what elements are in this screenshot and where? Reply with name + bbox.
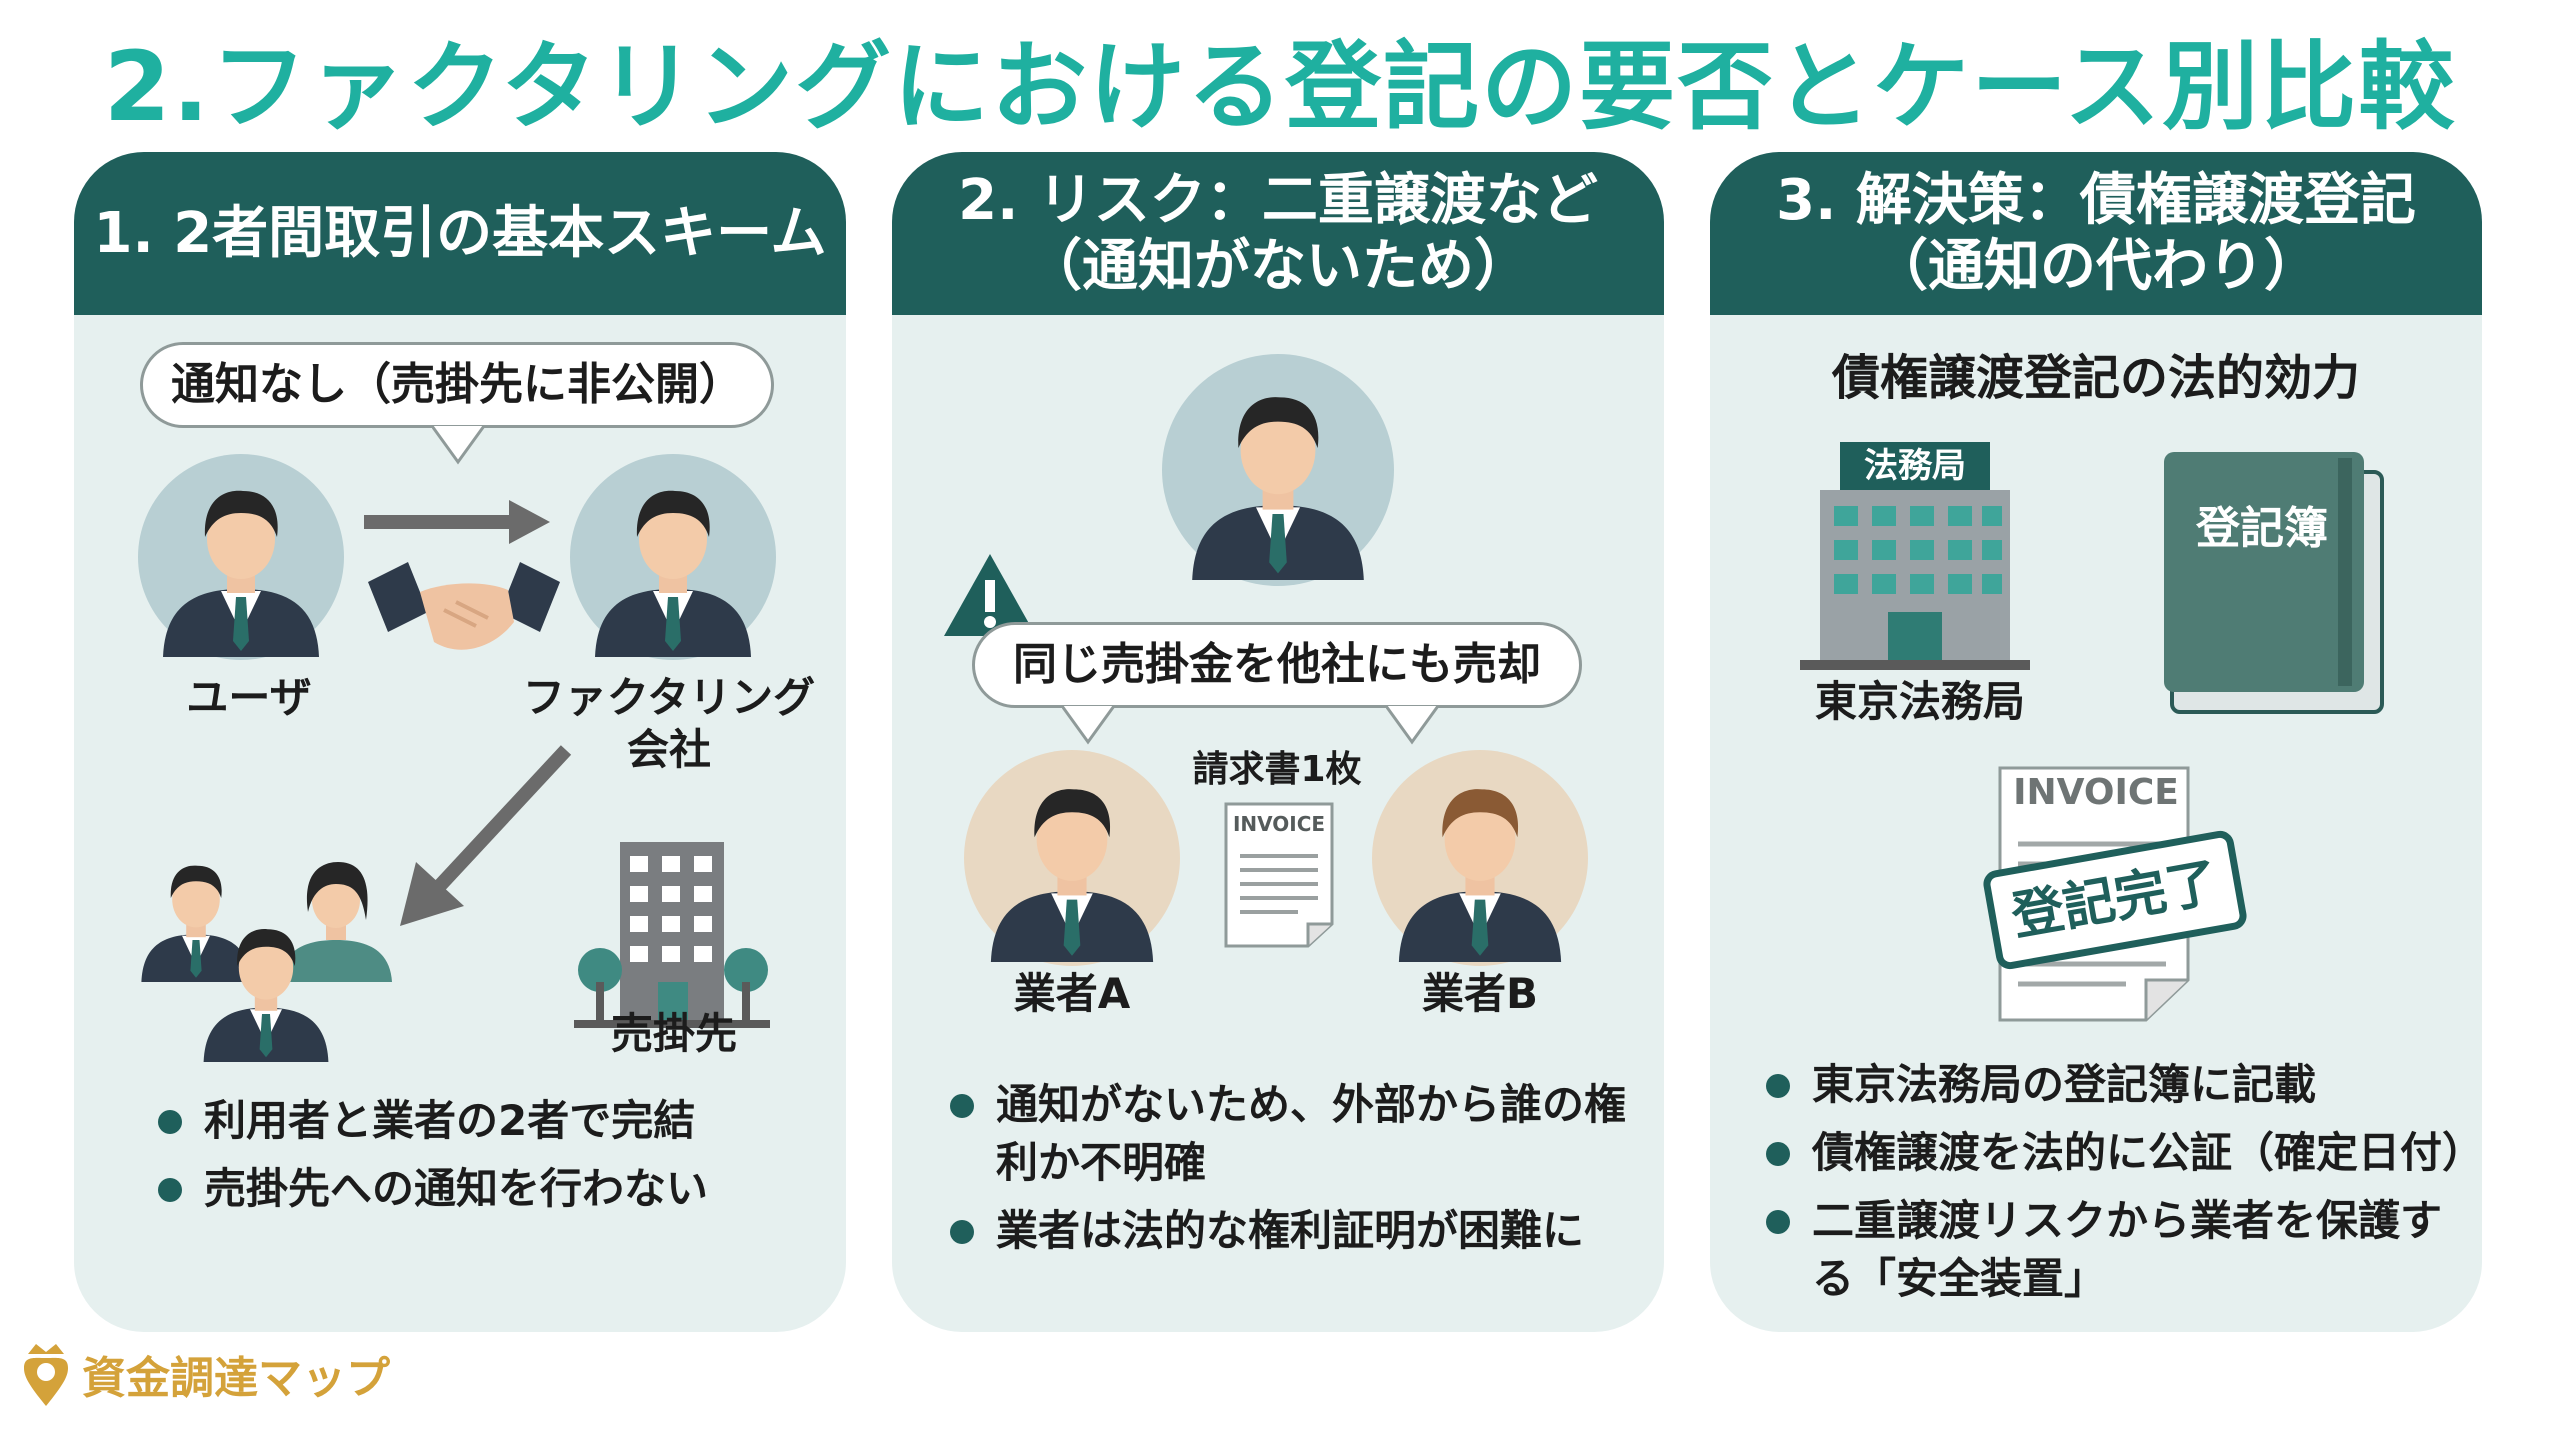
vendor-b-avatar-icon	[1372, 750, 1588, 966]
panel-3-heading-line-2: （通知の代わり）	[1872, 233, 2320, 299]
map-pin-crown-icon	[24, 1344, 68, 1406]
panel-2-bullet: 通知がないため、外部から誰の権利か不明確	[950, 1076, 1640, 1192]
brand-logo: 資金調達マップ	[18, 1340, 390, 1408]
resale-bubble: 同じ売掛金を他社にも売却	[972, 622, 1582, 708]
panel-3-bullet: 債権譲渡を法的に公証（確定日付）	[1766, 1124, 2482, 1182]
bubble-tail-left-icon	[1062, 705, 1116, 745]
panel-1-heading-text: 1. 2者間取引の基本スキーム	[93, 200, 827, 266]
invoice-caption: 請求書1枚	[1192, 749, 1362, 790]
warning-icon	[944, 554, 1036, 636]
panel-two-party-scheme: 1. 2者間取引の基本スキーム 通知なし（売掛先に非公開） ユーザ ファクタリン…	[74, 152, 846, 1332]
panel-2-heading: 2. リスク：二重譲渡など （通知がないため）	[892, 152, 1664, 315]
no-notice-bubble: 通知なし（売掛先に非公開）	[140, 342, 774, 428]
panel-1-bullet: 利用者と業者の2者で完結	[158, 1092, 818, 1150]
handshake-icon	[368, 562, 560, 650]
vendor-b-label: 業者B	[1421, 969, 1538, 1018]
vendor-a-avatar-icon	[964, 750, 1180, 966]
bureau-sign: 法務局	[1864, 446, 1966, 486]
factoring-company-label-line-1: ファクタリング	[522, 673, 816, 722]
factoring-company-label-line-2: 会社	[626, 725, 711, 774]
tokyo-bureau-label: 東京法務局	[1814, 677, 2025, 726]
arrow-right-icon	[364, 500, 550, 544]
invoice-document-icon	[1224, 802, 1334, 948]
client-label: 売掛先	[610, 1009, 737, 1058]
user-label: ユーザ	[186, 673, 312, 722]
factoring-company-label: ファクタリング 会社	[514, 672, 824, 776]
brand-name: 資金調達マップ	[82, 1353, 390, 1404]
registry-book-label: 登記簿	[2196, 503, 2328, 554]
panel-2-heading-line-2: （通知がないため）	[1026, 233, 1530, 299]
panel-1-heading: 1. 2者間取引の基本スキーム	[74, 152, 846, 315]
client-building-icon	[574, 842, 770, 1028]
vendor-a-label: 業者A	[1013, 969, 1131, 1018]
user-avatar-icon	[138, 454, 344, 660]
panel-3-bullet: 東京法務局の登記簿に記載	[1766, 1056, 2466, 1114]
registration-effect-subheading: 債権譲渡登記の法的効力	[1831, 350, 2360, 406]
panel-3-bullet: 二重譲渡リスクから業者を保護する「安全装置」	[1766, 1192, 2466, 1308]
factoring-company-avatar-icon	[570, 454, 776, 660]
panel-2-bullet-list: 通知がないため、外部から誰の権利か不明確 業者は法的な権利証明が困難に	[950, 1076, 1640, 1270]
page-title: 2.ファクタリングにおける登記の要否とケース別比較	[103, 31, 2457, 143]
panel-2-heading-line-1: 2. リスク：二重譲渡など	[958, 167, 1598, 233]
panel-1-bullet: 売掛先への通知を行わない	[158, 1160, 818, 1218]
panel-assignment-registration: 3. 解決策：債権譲渡登記 （通知の代わり） 債権譲渡登記の法的効力 法務局 東…	[1710, 152, 2482, 1332]
panel-double-assignment-risk: 2. リスク：二重譲渡など （通知がないため） 同じ売掛金を他社にも売却	[892, 152, 1664, 1332]
registry-book-icon	[2164, 452, 2384, 714]
panel-3-heading-line-1: 3. 解決策：債権譲渡登記	[1776, 167, 2416, 233]
panel-3-bullet-list: 東京法務局の登記簿に記載 債権譲渡を法的に公証（確定日付） 二重譲渡リスクから業…	[1766, 1056, 2482, 1318]
factoring-user-avatar-icon	[1162, 354, 1394, 586]
invoice-text: INVOICE	[1232, 812, 1326, 836]
panel-3-heading: 3. 解決策：債権譲渡登記 （通知の代わり）	[1710, 152, 2482, 315]
legal-affairs-bureau-icon	[1800, 442, 2030, 670]
panel-1-bullet-list: 利用者と業者の2者で完結 売掛先への通知を行わない	[158, 1092, 818, 1228]
panel-2-bullet: 業者は法的な権利証明が困難に	[950, 1202, 1640, 1260]
users-group-icon	[126, 862, 392, 1062]
bubble-tail-icon	[432, 425, 486, 465]
bubble-tail-right-icon	[1386, 705, 1440, 745]
registered-invoice-text: INVOICE	[2013, 772, 2179, 813]
arrow-down-left-icon	[400, 745, 572, 926]
